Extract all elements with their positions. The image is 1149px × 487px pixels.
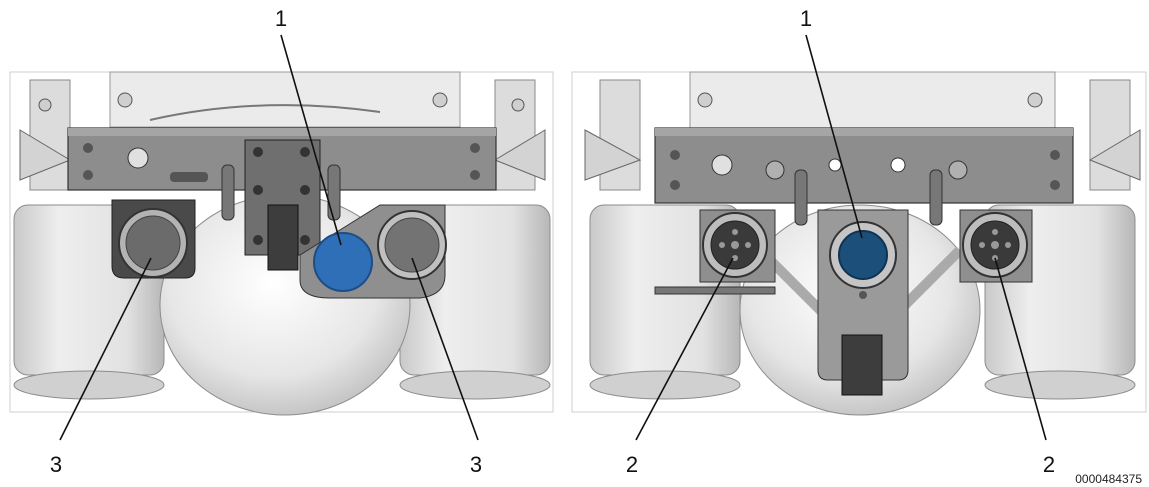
figure-id: 0000484375	[1075, 472, 1142, 486]
callout-3-left: 3	[50, 452, 62, 477]
callout-1-left: 1	[275, 6, 287, 31]
cross-member-bracket-right	[654, 127, 1074, 226]
air-spring-right-right-view	[984, 204, 1136, 400]
highlighted-connector-left	[313, 232, 373, 292]
callout-2-right: 2	[1043, 452, 1055, 477]
hitch-plate	[244, 139, 321, 271]
callout-1-right: 1	[800, 6, 812, 31]
seven-pin-socket-right	[959, 209, 1033, 283]
chassis-frame	[19, 71, 546, 191]
left-panel: 1 3 3	[9, 6, 554, 477]
highlighted-connector-right	[829, 221, 897, 289]
socket-housing-left	[111, 199, 196, 279]
right-panel: 1 2 2	[571, 6, 1147, 477]
callout-3-right: 3	[470, 452, 482, 477]
leader-lines-right	[635, 34, 1047, 441]
chassis-frame-right	[584, 71, 1141, 191]
callout-2-left: 2	[626, 452, 638, 477]
leader-lines-left	[59, 34, 479, 441]
